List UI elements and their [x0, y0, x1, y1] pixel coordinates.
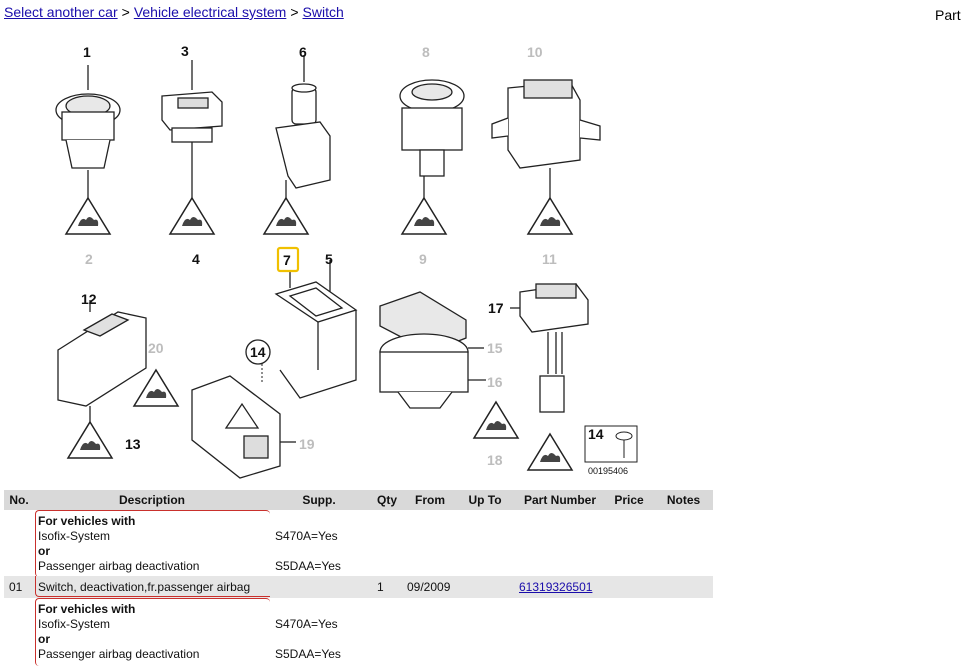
screw-inset	[584, 425, 638, 463]
col-description: Description	[118, 493, 185, 507]
part-17-drawing	[510, 283, 589, 413]
part-8-drawing	[399, 79, 465, 200]
note-line: Passenger airbag deactivation	[38, 647, 200, 661]
note-supp: S5DAA=Yes	[275, 559, 341, 573]
callout-18[interactable]: 18	[487, 452, 503, 468]
part-description: Switch, deactivation,fr.passenger airbag	[38, 580, 251, 594]
parts-diagram-svg: 1 3 6 8 10 2 4 5 9 11 12 20 14 15 16 17 …	[55, 43, 638, 479]
col-price: Price	[614, 493, 644, 507]
col-no: No.	[9, 493, 29, 507]
callout-7-highlight	[276, 246, 300, 273]
part-12-drawing	[57, 300, 147, 426]
callout-16[interactable]: 16	[487, 374, 503, 390]
col-part-number: Part Number	[523, 493, 597, 507]
callout-20[interactable]: 20	[148, 340, 164, 356]
note-bracket	[35, 510, 270, 577]
callout-5[interactable]: 5	[325, 251, 333, 267]
col-notes: Notes	[666, 493, 701, 507]
callout-8[interactable]: 8	[422, 44, 430, 60]
part-10-drawing	[491, 79, 601, 200]
note-line: For vehicles with	[38, 602, 136, 616]
callout-2[interactable]: 2	[85, 251, 93, 267]
callout-3[interactable]: 3	[181, 43, 189, 59]
table-row[interactable]: 01 Switch, deactivation,fr.passenger air…	[4, 576, 713, 598]
callout-9[interactable]: 9	[419, 251, 427, 267]
note-line: Isofix-System	[38, 617, 111, 631]
part-15-drawing	[379, 291, 486, 409]
callout-13[interactable]: 13	[125, 436, 141, 452]
breadcrumb-electrical-system[interactable]: Vehicle electrical system	[133, 4, 287, 20]
part-3-drawing	[161, 60, 223, 198]
note-bracket	[35, 598, 270, 666]
diagram-image-code: 00195406	[588, 466, 628, 476]
col-from: From	[415, 493, 445, 507]
breadcrumb: Select another car>Vehicle electrical sy…	[4, 4, 344, 20]
part-19-drawing	[191, 375, 296, 479]
callout-14-circle	[245, 339, 271, 365]
note-line: Passenger airbag deactivation	[38, 559, 200, 573]
note-supp: S470A=Yes	[275, 617, 338, 631]
note-line: or	[38, 544, 50, 558]
part-panel-label: Part	[935, 7, 961, 23]
callout-4[interactable]: 4	[192, 251, 200, 267]
callout-19[interactable]: 19	[299, 436, 315, 452]
breadcrumb-separator: >	[290, 4, 299, 20]
col-upto: Up To	[468, 493, 502, 507]
callout-1[interactable]: 1	[83, 44, 91, 60]
note-supp: S470A=Yes	[275, 529, 338, 543]
part-from: 09/2009	[407, 580, 451, 594]
breadcrumb-select-car[interactable]: Select another car	[4, 4, 118, 20]
note-line: or	[38, 632, 50, 646]
part-number-link[interactable]: 61319326501	[519, 580, 593, 594]
part-no: 01	[9, 580, 23, 594]
col-qty: Qty	[376, 493, 397, 507]
callout-6[interactable]: 6	[299, 44, 307, 60]
part-5-bracket-drawing	[274, 258, 358, 399]
note-line: For vehicles with	[38, 514, 136, 528]
parts-table-header: No. Description Supp. Qty From Up To Par…	[4, 490, 713, 510]
note-bracket	[35, 576, 270, 597]
callout-14-screw[interactable]: 14	[588, 426, 604, 442]
callout-14[interactable]: 14	[250, 344, 266, 360]
callout-12[interactable]: 12	[81, 291, 97, 307]
callout-11[interactable]: 11	[542, 251, 557, 267]
table-note-row: For vehicles with Isofix-System S470A=Ye…	[4, 510, 713, 577]
table-note-row: For vehicles with Isofix-System S470A=Ye…	[4, 598, 713, 666]
part-6-drawing	[275, 55, 331, 200]
callout-10[interactable]: 10	[527, 44, 543, 60]
part-qty: 1	[377, 580, 384, 594]
part-1-drawing	[55, 65, 121, 200]
col-supp: Supp.	[302, 493, 336, 507]
note-line: Isofix-System	[38, 529, 111, 543]
parts-diagram: 1 3 6 8 10 2 4 5 9 11 12 20 14 15 16 17 …	[0, 30, 720, 488]
note-supp: S5DAA=Yes	[275, 647, 341, 661]
callout-17[interactable]: 17	[488, 300, 504, 316]
breadcrumb-switch[interactable]: Switch	[302, 4, 344, 20]
breadcrumb-separator: >	[121, 4, 130, 20]
callout-15[interactable]: 15	[487, 340, 503, 356]
callout-7[interactable]: 7	[283, 252, 291, 268]
